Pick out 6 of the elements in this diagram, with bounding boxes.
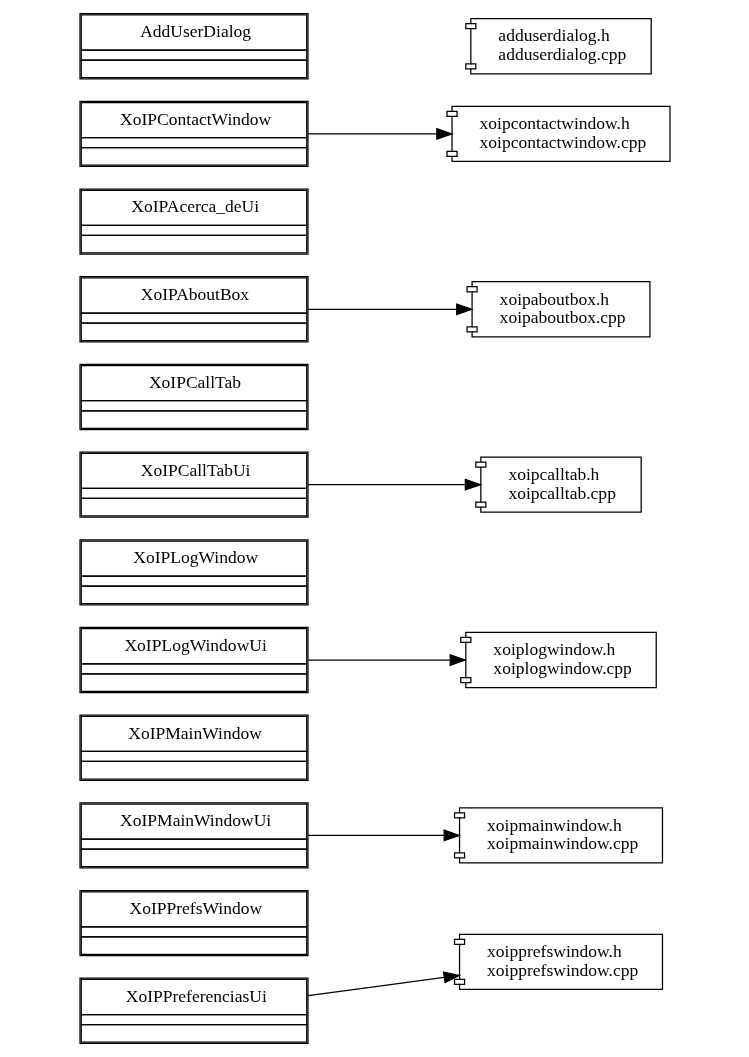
- arrow: [306, 303, 474, 316]
- arrow: [306, 127, 454, 141]
- arrow: [306, 478, 482, 491]
- arrow: [306, 653, 467, 667]
- arrow: [306, 971, 461, 997]
- arrow: [306, 829, 461, 842]
